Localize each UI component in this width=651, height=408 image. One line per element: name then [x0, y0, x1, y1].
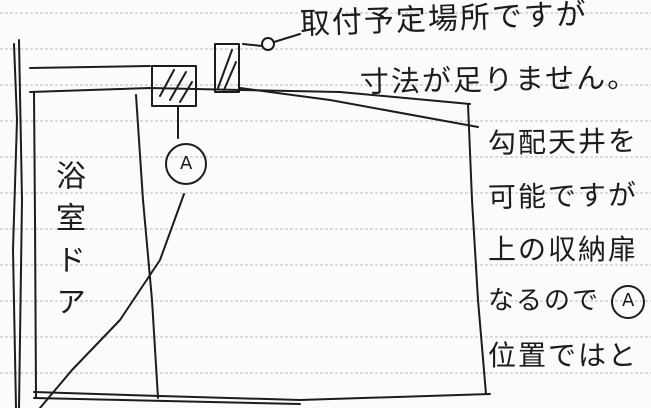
- inline-marker-circle: [611, 285, 645, 319]
- note-line-2: 寸法が足りません。: [359, 60, 639, 99]
- fixture-hatch-3: [179, 81, 193, 103]
- narrow-hatch-2: [223, 61, 237, 91]
- note-line-6: なるので: [488, 286, 601, 316]
- marker-a-label: A: [180, 153, 193, 174]
- door-frame-left: [33, 92, 37, 399]
- narrow-hatch-1: [217, 49, 233, 89]
- ceiling-line-top: [29, 65, 151, 69]
- narrow-fixture-box: [214, 43, 240, 93]
- inline-marker-label: A: [622, 290, 635, 311]
- fixture-hatch-2: [169, 71, 187, 101]
- floor-line-2: [33, 397, 301, 405]
- ceiling-slope-line: [239, 87, 479, 128]
- fixture-box: [151, 65, 197, 107]
- floor-line: [33, 391, 491, 401]
- note-line-4: 可能ですが: [487, 178, 639, 214]
- fixture-hatch-1: [159, 69, 175, 97]
- leader-line-2: [273, 33, 301, 43]
- right-wall-line: [467, 103, 487, 395]
- left-wall-outer-line: [12, 43, 18, 408]
- leader-line: [242, 43, 263, 47]
- note-line-5: 上の収納扉: [488, 233, 639, 266]
- door-frame-right: [135, 94, 159, 399]
- note-line-3: 勾配天井を: [487, 124, 639, 160]
- marker-circle-a: [165, 143, 207, 185]
- door-label: 浴室ドア: [50, 160, 85, 328]
- left-wall-inner-line: [18, 39, 23, 408]
- diagonal-line: [39, 193, 185, 408]
- note-line-7: 位置ではと: [488, 339, 639, 372]
- leader-end-circle: [261, 37, 275, 51]
